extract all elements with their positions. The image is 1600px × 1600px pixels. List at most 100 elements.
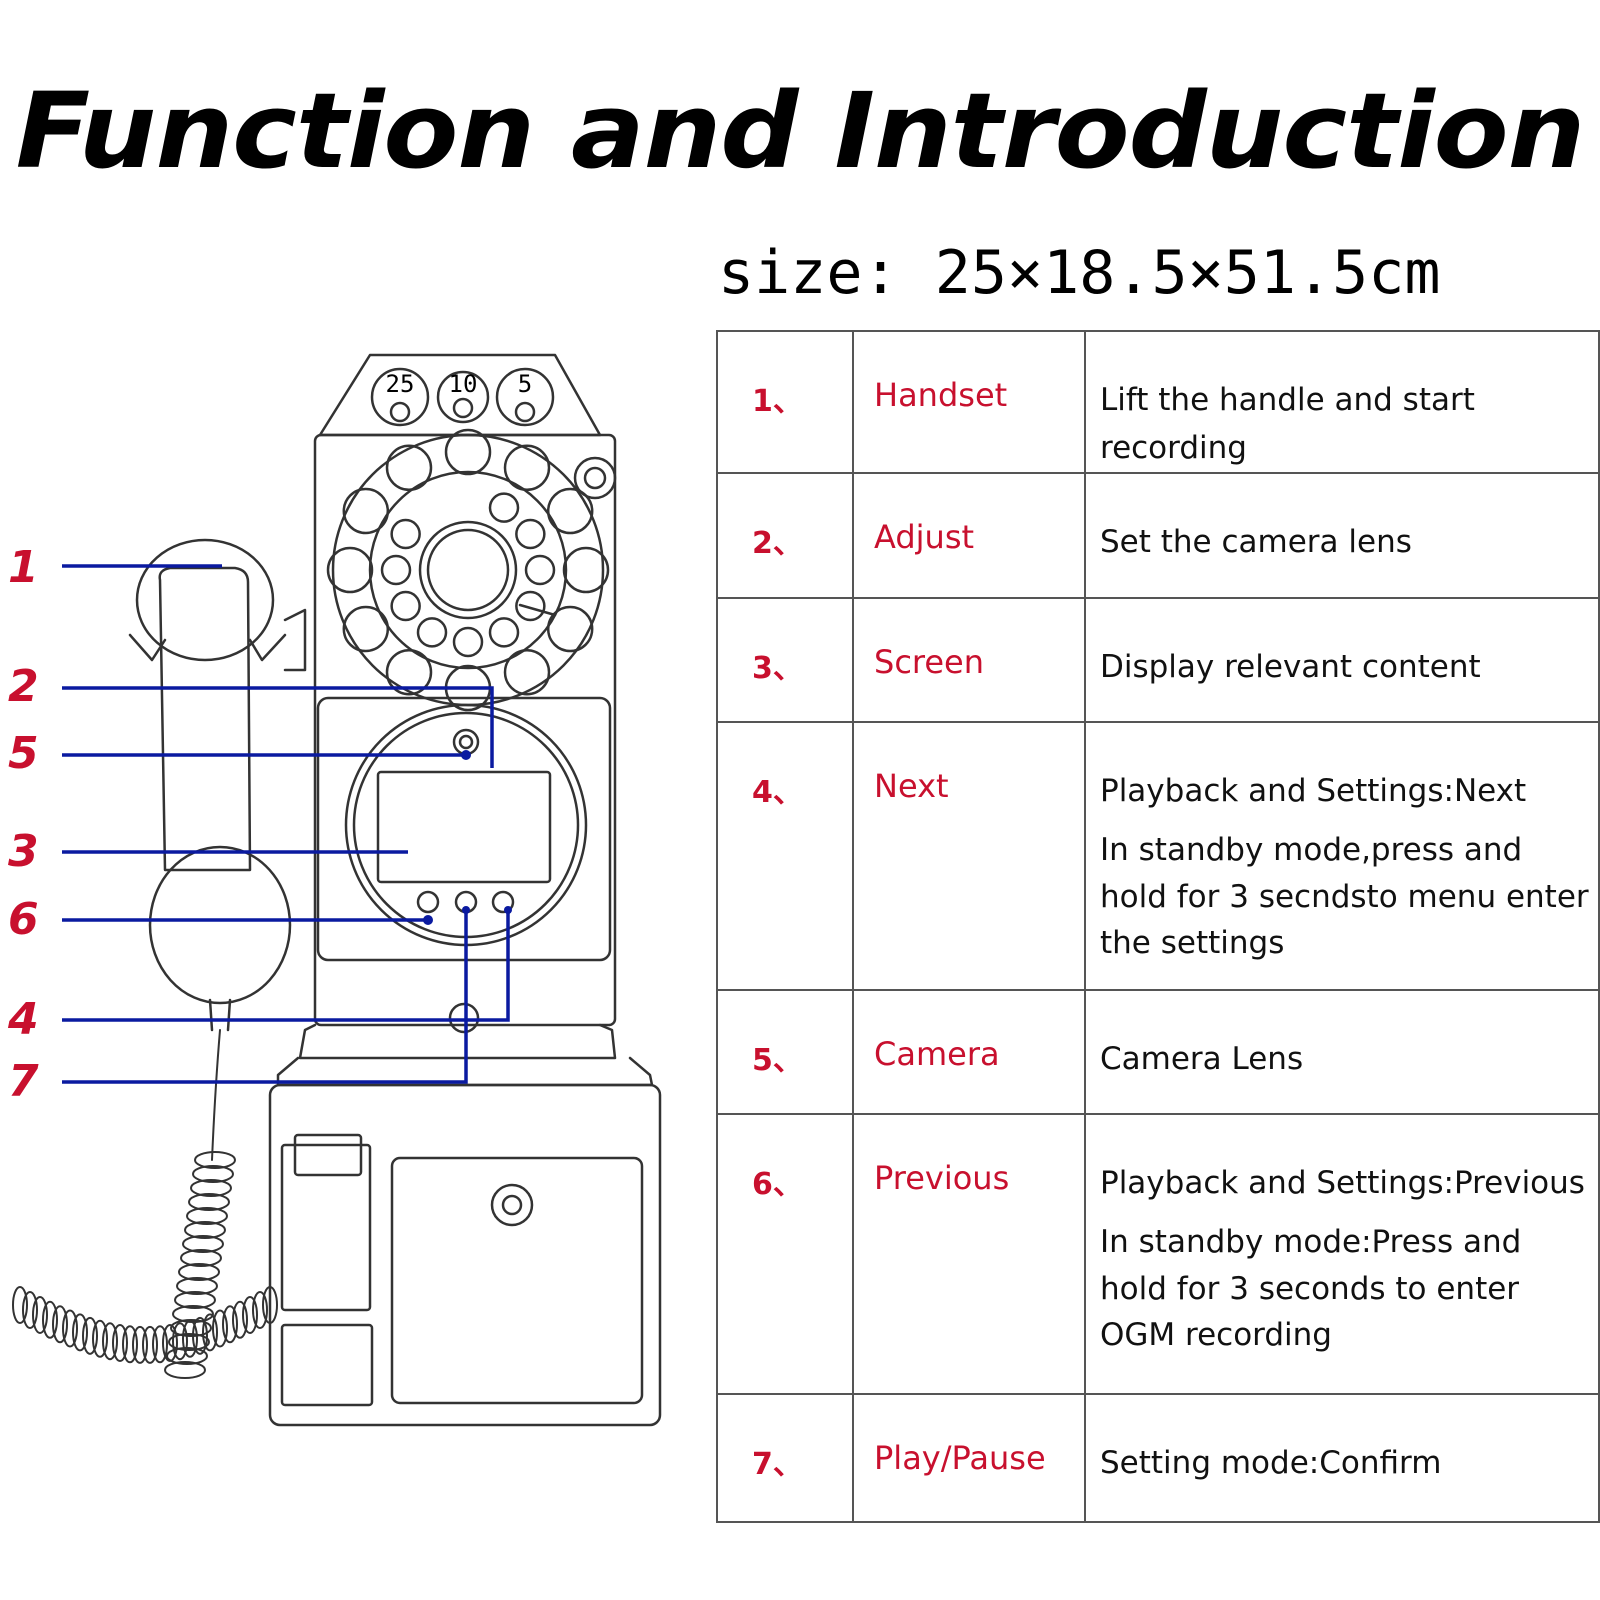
cord-coil xyxy=(188,1193,230,1211)
cord-coil xyxy=(190,1179,232,1197)
callout-1: 1 xyxy=(8,542,39,593)
cord-coil xyxy=(42,1300,58,1339)
dial-hole xyxy=(515,590,546,622)
table-row: 2、 Adjust Set the camera lens xyxy=(716,472,1600,600)
dial-scallop xyxy=(385,444,433,492)
row-desc: Display relevant content xyxy=(1084,597,1600,724)
dial-scallop xyxy=(546,487,594,535)
cord-coil xyxy=(172,1322,188,1361)
cord-coil xyxy=(174,1291,216,1309)
dial-scallop xyxy=(326,546,374,594)
dial-hole xyxy=(488,492,520,523)
cord-coil xyxy=(184,1221,226,1239)
coin-label-25: 25 xyxy=(386,370,415,398)
base-cabinet xyxy=(268,1083,662,1427)
table-row: 1、 Handset Lift the handle and start rec… xyxy=(716,329,1600,475)
cord-coil xyxy=(194,1151,236,1169)
callout-2: 2 xyxy=(8,661,39,712)
coin-label-10: 10 xyxy=(449,370,478,398)
dial-scallop xyxy=(562,546,610,594)
callout-6: 6 xyxy=(8,894,39,945)
dial-scallop xyxy=(503,444,551,492)
cord-coil xyxy=(168,1333,210,1351)
cord-wire xyxy=(211,1029,221,1161)
cord-coil xyxy=(202,1313,218,1352)
cord-coil xyxy=(262,1286,278,1324)
cord-coil xyxy=(178,1263,220,1281)
dial-hole xyxy=(380,554,412,586)
dial-scallop xyxy=(444,428,492,476)
dial-hole xyxy=(416,617,448,648)
row-number: 2、 xyxy=(716,472,854,600)
cord-coil xyxy=(182,1319,198,1358)
size-label: size: 25×18.5×51.5cm xyxy=(718,238,1441,308)
row-name: Previous xyxy=(852,1113,1086,1396)
cord-coil xyxy=(176,1277,218,1295)
dial-scallop xyxy=(546,605,594,653)
cord-coil xyxy=(92,1319,108,1358)
page-title: Function and Introduction xyxy=(15,70,1586,192)
cord-coil xyxy=(12,1286,28,1324)
row-desc: Camera Lens xyxy=(1084,989,1600,1116)
cord-coil xyxy=(22,1291,38,1330)
callout-3: 3 xyxy=(8,826,39,877)
dial-hole xyxy=(488,617,520,648)
row-number: 6、 xyxy=(716,1113,854,1396)
dial-hole xyxy=(524,554,556,586)
payphone-diagram: 25 10 5 xyxy=(12,353,662,1427)
coin-slot-10 xyxy=(436,370,490,424)
dial-hole xyxy=(390,590,421,622)
cord-coil xyxy=(192,1316,208,1355)
row-number: 4、 xyxy=(716,721,854,992)
cord-coil xyxy=(164,1361,206,1379)
leader-lines xyxy=(62,564,510,1084)
row-number: 5、 xyxy=(716,989,854,1116)
cord-coil xyxy=(82,1316,98,1355)
callout-4: 4 xyxy=(8,994,39,1045)
row-name: Next xyxy=(852,721,1086,992)
row-name: Handset xyxy=(852,329,1086,475)
cord-coil xyxy=(242,1295,258,1334)
row-name: Play/Pause xyxy=(852,1393,1086,1524)
cord-coil xyxy=(32,1295,48,1334)
cord-coil xyxy=(62,1309,78,1348)
cord-coil xyxy=(102,1322,118,1361)
next-button-icon xyxy=(491,890,515,914)
coin-slot-25 xyxy=(370,367,430,427)
callout-5: 5 xyxy=(8,728,39,779)
cord-coil xyxy=(142,1325,158,1364)
cord-coil xyxy=(222,1305,238,1344)
cord-coil xyxy=(52,1305,68,1344)
coiled-cord xyxy=(12,1029,278,1379)
dial-scallop xyxy=(385,648,433,696)
cord-coil xyxy=(132,1325,148,1364)
dial-hole xyxy=(390,518,421,550)
dial-scallop xyxy=(342,487,390,535)
function-table: 1、 Handset Lift the handle and start rec… xyxy=(716,329,1600,1524)
row-name: Adjust xyxy=(852,472,1086,600)
callout-7: 7 xyxy=(8,1056,39,1107)
row-name: Camera xyxy=(852,989,1086,1116)
table-row: 7、 Play/Pause Setting mode:Confirm xyxy=(716,1393,1600,1524)
cord-coil xyxy=(186,1207,228,1225)
cord-coil xyxy=(212,1309,228,1348)
previous-button-icon xyxy=(416,890,440,914)
screen-display xyxy=(376,770,552,884)
dial-hole xyxy=(452,626,484,658)
coin-label-5: 5 xyxy=(518,370,532,398)
cord-coil xyxy=(182,1235,224,1253)
table-row: 3、 Screen Display relevant content xyxy=(716,597,1600,724)
rotary-dial xyxy=(326,428,610,712)
row-number: 7、 xyxy=(716,1393,854,1524)
cord-coil xyxy=(180,1249,222,1267)
screen-panel xyxy=(316,696,612,962)
cord-coil xyxy=(192,1165,234,1183)
cord-coil xyxy=(162,1324,178,1363)
handset-icon xyxy=(128,538,307,1032)
cord-coil xyxy=(252,1291,268,1330)
row-number: 3、 xyxy=(716,597,854,724)
coin-slot-5 xyxy=(495,367,555,427)
cord-coil xyxy=(232,1300,248,1339)
